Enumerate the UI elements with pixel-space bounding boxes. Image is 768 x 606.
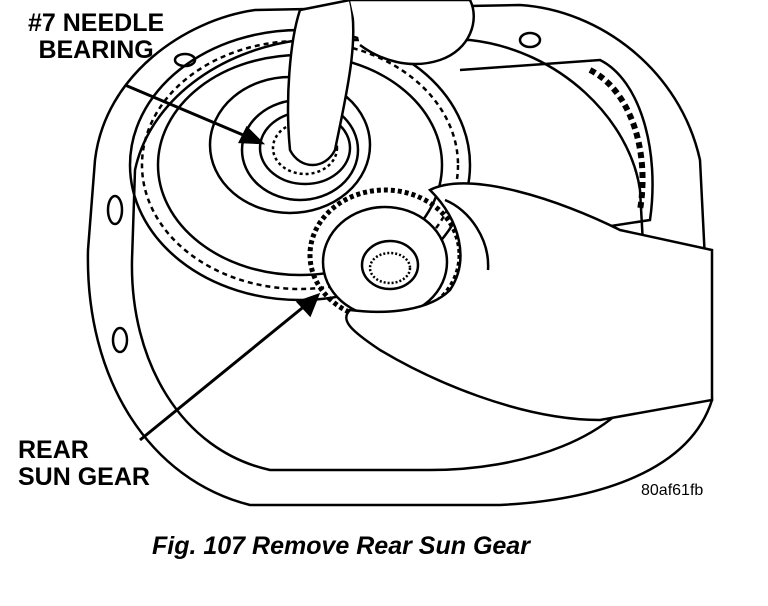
needle-bearing-inner bbox=[271, 120, 339, 176]
sun-gear-splines bbox=[368, 251, 412, 285]
sun-gear-bore bbox=[360, 239, 420, 291]
rear-sun-gear-label-line1: REAR bbox=[18, 436, 89, 464]
figure-caption: Fig. 107 Remove Rear Sun Gear bbox=[152, 532, 530, 560]
finger bbox=[286, 0, 355, 167]
clutch-housing bbox=[459, 58, 654, 242]
hand-top bbox=[350, 0, 475, 66]
sun-gear-leader bbox=[139, 298, 313, 442]
rear-sun-gear-label: REAR SUN GEAR bbox=[18, 437, 150, 491]
needle-bearing-leader bbox=[124, 83, 256, 142]
needle-bearing-label-line1: #7 NEEDLE bbox=[28, 9, 165, 37]
needle-bearing-label-line2: BEARING bbox=[38, 36, 154, 64]
bolt-hole bbox=[111, 326, 129, 354]
sun-gear-arrowhead bbox=[295, 292, 321, 318]
hand-lower bbox=[345, 182, 714, 422]
thumb-line bbox=[444, 198, 490, 271]
bolt-hole bbox=[106, 194, 124, 226]
rear-sun-gear-label-line2: SUN GEAR bbox=[18, 463, 150, 491]
bolt-hole bbox=[518, 31, 542, 49]
needle-bearing-label: #7 NEEDLE BEARING bbox=[28, 10, 164, 64]
housing-outer-rim bbox=[86, 3, 714, 507]
figure-code: 80af61fb bbox=[641, 482, 704, 499]
needle-bearing-arrowhead bbox=[238, 125, 266, 145]
sun-gear-body bbox=[321, 205, 449, 319]
gear-segment bbox=[588, 67, 646, 211]
